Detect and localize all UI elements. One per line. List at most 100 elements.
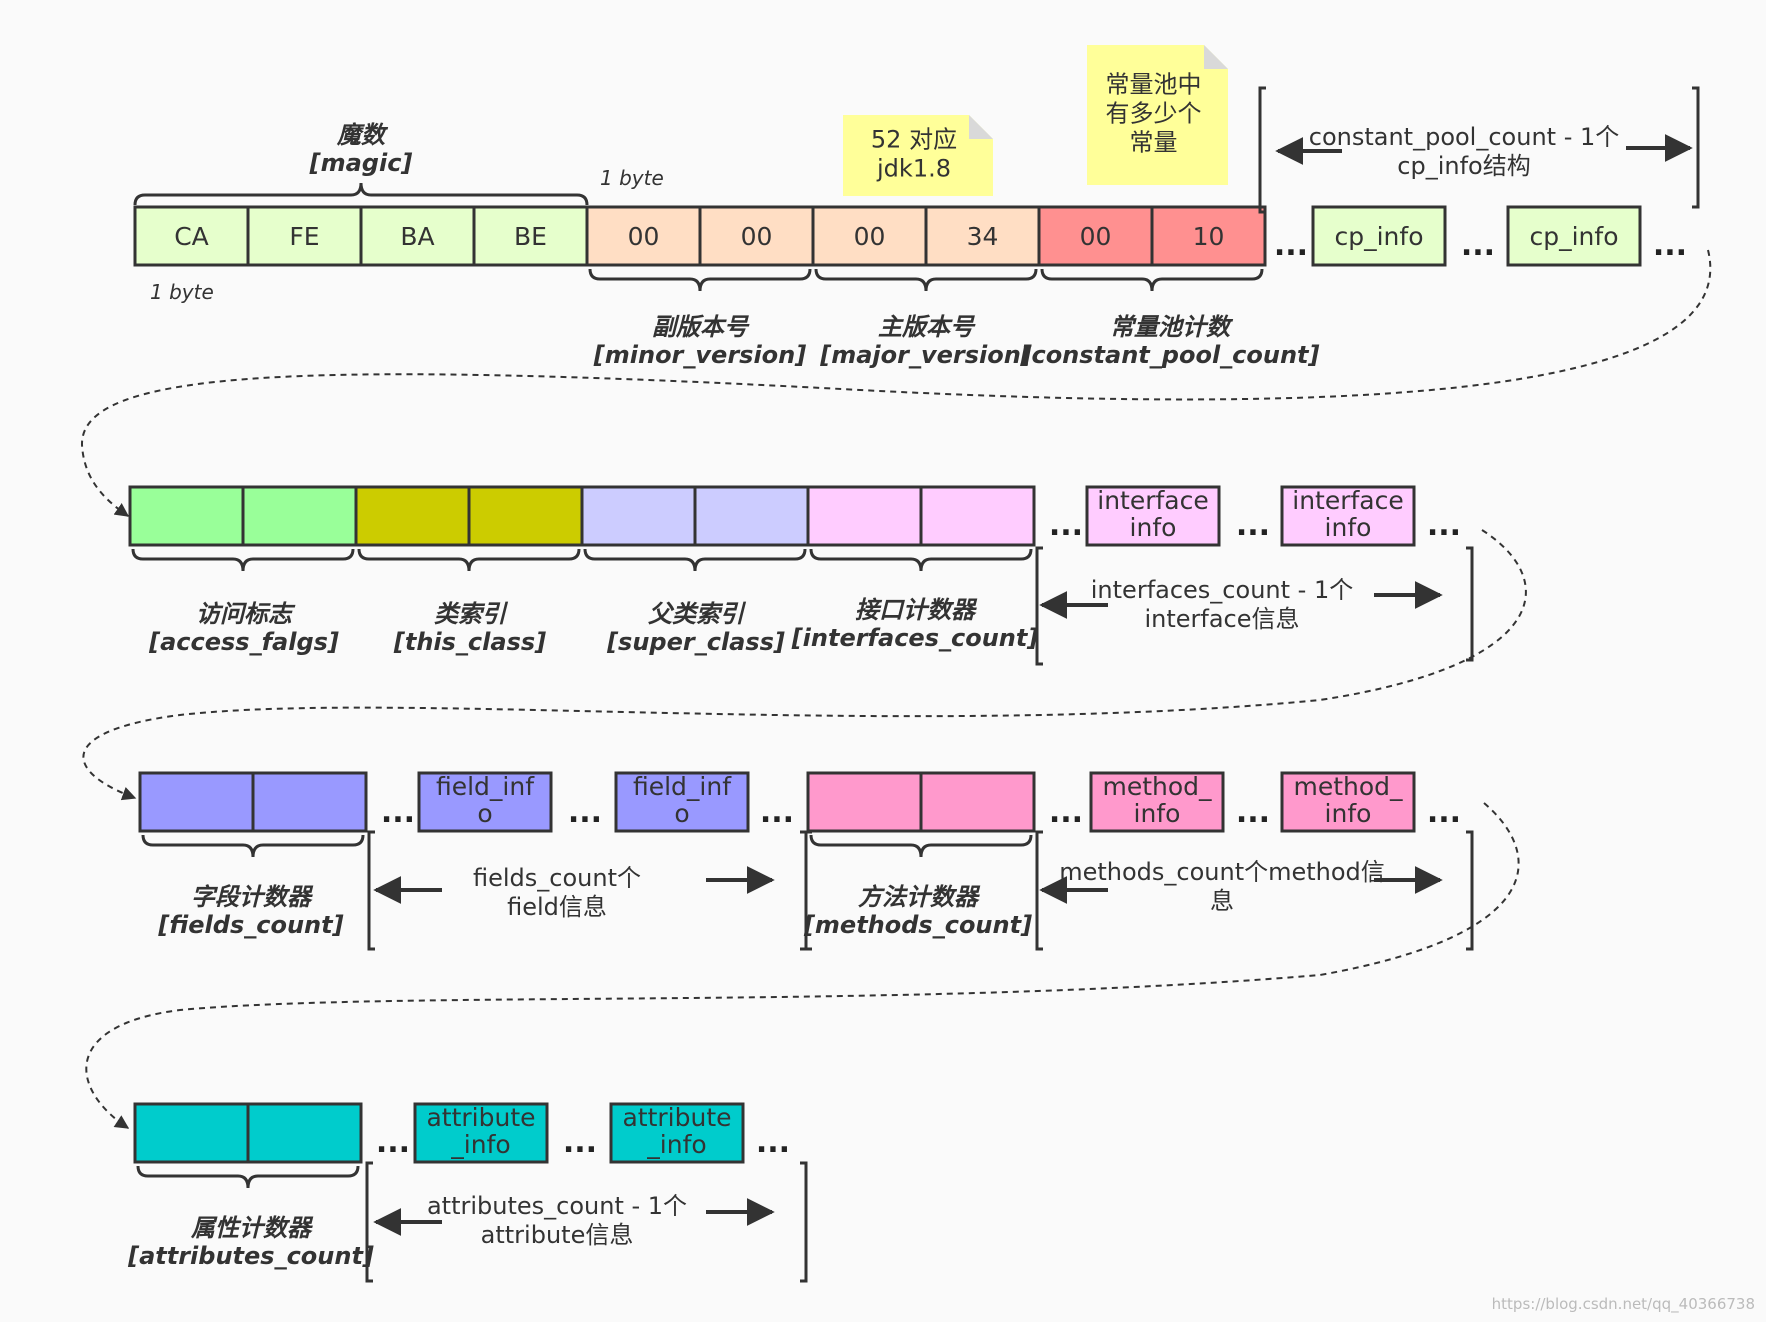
attributes-count-cell (246, 1102, 363, 1164)
attributes-span-text: attribute信息 (481, 1221, 634, 1249)
constant-pool-count-cell (1150, 205, 1267, 267)
super-class-cell (693, 485, 810, 547)
jdk-version-note-text: 52 对应 (871, 126, 957, 154)
fields-bracket-left (367, 830, 375, 951)
magic-label: 魔数 (336, 121, 389, 149)
minor-version-brace (588, 268, 812, 292)
attribute-info-box-text: attribute (622, 1103, 731, 1132)
attribute-info-box (609, 1102, 745, 1164)
attributes-bracket-right (800, 1161, 808, 1283)
attributes-count-cell (133, 1102, 250, 1164)
minor-version-cell-text: 00 (741, 222, 773, 251)
magic-cell-text: CA (174, 222, 209, 251)
interface-info-box-text: info (1325, 513, 1372, 542)
ellipsis: ... (756, 1125, 790, 1160)
constant-pool-note-text: 常量池中 (1106, 71, 1202, 99)
constant-pool-count-label: 常量池计数 (1110, 313, 1234, 341)
interfaces-count-label: [interfaces_count] (791, 624, 1039, 652)
cp-info-box-text: cp_info (1334, 222, 1423, 251)
attributes-span-text: attributes_count - 1个 (427, 1192, 687, 1220)
this-class-cell (354, 485, 471, 547)
methods-bracket-right (1466, 830, 1474, 951)
methods-count-label: [methods_count] (803, 911, 1032, 939)
ellipsis: ... (1049, 795, 1083, 830)
jdk-version-note-text: jdk1.8 (876, 155, 951, 183)
constant-pool-count-brace (1040, 268, 1264, 292)
cp-info-bracket-left (1258, 86, 1266, 214)
super-class-brace (583, 548, 807, 572)
constant-pool-note-text: 有多少个 (1106, 100, 1202, 128)
flow-connector-row3-row4 (85, 802, 1520, 1129)
attribute-info-box-text: _info (450, 1130, 510, 1159)
fields-count-label: 字段计数器 (191, 883, 314, 911)
watermark: https://blog.csdn.net/qq_40366738 (1492, 1295, 1755, 1314)
magic-cell (246, 205, 363, 267)
major-version-cell (811, 205, 928, 267)
jdk-version-note (843, 115, 993, 196)
attributes-count-label: [attributes_count] (127, 1242, 374, 1270)
interfaces-bracket-right (1466, 546, 1474, 662)
interfaces-count-brace (809, 548, 1033, 572)
field-info-box-text: o (674, 799, 689, 828)
this-class-brace (357, 548, 581, 572)
fields-span-text: fields_count个 (473, 864, 641, 892)
attributes-count-label: 属性计数器 (190, 1214, 314, 1242)
magic-cell-text: FE (289, 222, 319, 251)
interface-info-box-text: info (1130, 513, 1177, 542)
method-info-box-text: info (1134, 799, 1181, 828)
interfaces-span-text: interface信息 (1144, 605, 1299, 633)
minor-version-cell-text: 00 (628, 222, 660, 251)
byte-size-label: 1 byte (600, 166, 664, 190)
magic-cell-text: BE (514, 222, 547, 251)
ellipsis: ... (563, 1125, 597, 1160)
field-info-box-text: o (477, 799, 492, 828)
field-info-box (614, 771, 750, 833)
major-version-label: 主版本号 (878, 313, 976, 341)
constant-pool-note-fold (1204, 45, 1228, 69)
this-class-cell (467, 485, 584, 547)
access-flags-cell (241, 485, 358, 547)
fields-count-cell (138, 771, 255, 833)
constant-pool-note-text: 常量 (1130, 129, 1178, 157)
ellipsis: ... (1427, 508, 1461, 543)
methods-bracket-left (1035, 830, 1043, 951)
constant-pool-count-cell (1037, 205, 1154, 267)
fields-count-cell (251, 771, 368, 833)
major-version-label: [major_version] (819, 341, 1032, 369)
ellipsis: ... (1653, 228, 1687, 263)
interfaces-count-cell (919, 485, 1036, 547)
ellipsis: ... (381, 795, 415, 830)
ellipsis: ... (1274, 228, 1308, 263)
methods-count-label: 方法计数器 (858, 883, 981, 911)
interface-info-box-text: interface (1097, 486, 1209, 515)
byte-size-label: 1 byte (150, 280, 214, 304)
minor-version-cell (698, 205, 815, 267)
ellipsis: ... (376, 1125, 410, 1160)
constant-pool-count-cell-text: 10 (1193, 222, 1225, 251)
methods-count-cell (919, 771, 1036, 833)
attributes-bracket-left (365, 1161, 373, 1283)
super-class-label: [super_class] (606, 628, 785, 656)
fields-count-label: [fields_count] (157, 911, 343, 939)
flow-connector-row1-row2 (80, 249, 1712, 517)
interfaces-count-label: 接口计数器 (855, 596, 978, 624)
constant-pool-note (1087, 45, 1228, 185)
major-version-cell-text: 00 (854, 222, 886, 251)
super-class-cell (580, 485, 697, 547)
major-version-brace (814, 268, 1038, 292)
minor-version-label: [minor_version] (593, 341, 806, 369)
major-version-cell-text: 34 (967, 222, 999, 251)
methods-span-text: methods_count个method信 (1059, 858, 1385, 886)
methods-span-text: 息 (1210, 887, 1234, 915)
method-info-box-text: info (1325, 799, 1372, 828)
magic-cell (133, 205, 250, 267)
method-info-box-text: method_ (1102, 772, 1212, 801)
ellipsis: ... (568, 795, 602, 830)
interface-info-box (1280, 485, 1416, 547)
flow-connector-row2-row3 (82, 529, 1527, 801)
minor-version-cell (585, 205, 702, 267)
super-class-label: 父类索引 (648, 600, 747, 628)
interface-info-box (1085, 485, 1221, 547)
